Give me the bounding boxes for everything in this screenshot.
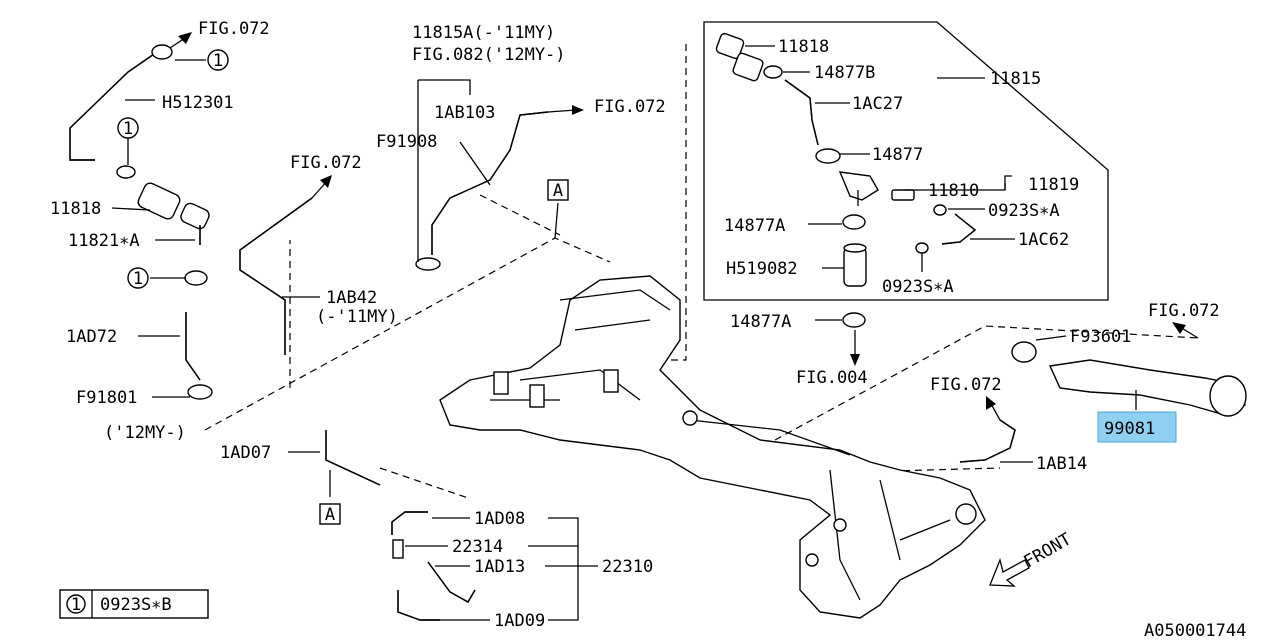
clamp-14877a-top[interactable]	[842, 214, 866, 230]
clamp-top-left[interactable]	[151, 44, 173, 60]
hose-1ac27[interactable]	[784, 79, 819, 146]
group-11815-frame	[703, 21, 1109, 301]
legend: 1 0923S∗B	[59, 589, 209, 619]
hose-1ab42[interactable]	[239, 197, 313, 355]
label-1ad07[interactable]: 1AD07	[220, 443, 271, 463]
arrow-icon	[311, 175, 332, 199]
label-11818-left[interactable]: 11818	[50, 199, 101, 219]
label-11810[interactable]: 11810	[928, 181, 979, 201]
intake-manifold	[439, 275, 986, 619]
arrow-icon	[986, 396, 1001, 421]
label-1ad13[interactable]: 1AD13	[474, 557, 525, 577]
hose-h512301[interactable]	[69, 51, 158, 161]
hose-h519082[interactable]	[843, 243, 867, 287]
arrow-icon	[1172, 322, 1199, 339]
valve-11818-left[interactable]	[136, 181, 211, 230]
label-fig072-b[interactable]: FIG.072	[594, 97, 666, 117]
label-99081[interactable]: 99081	[1104, 419, 1155, 439]
svg-text:1: 1	[123, 119, 133, 139]
label-fig072-a[interactable]: FIG.072	[198, 19, 270, 39]
svg-text:1: 1	[133, 269, 143, 289]
label-14877a-bottom[interactable]: 14877A	[730, 312, 791, 332]
callout-circle-1: 1	[207, 49, 229, 71]
label-1ab103[interactable]: 1AB103	[434, 103, 495, 123]
label-fig082[interactable]: FIG.082('12MY-)	[412, 45, 566, 65]
label-h519082[interactable]: H519082	[726, 259, 798, 279]
clamp-mid-left[interactable]	[116, 165, 136, 179]
clamp-lower-left[interactable]	[184, 270, 208, 286]
label-14877[interactable]: 14877	[872, 145, 923, 165]
clamp-f91801[interactable]	[187, 384, 213, 400]
svg-text:A: A	[553, 181, 563, 201]
hose-1ab103[interactable]	[431, 111, 549, 255]
label-11819[interactable]: 11819	[1028, 175, 1079, 195]
drawing-number: A050001744	[1144, 621, 1246, 640]
callout-circle-1: 1	[117, 117, 139, 139]
callout-box-a: A	[319, 503, 341, 525]
valve-11810[interactable]	[891, 189, 915, 201]
label-f93601[interactable]: F93601	[1070, 327, 1131, 347]
label-11my: (-'11MY)	[316, 307, 398, 327]
callout-box-a: A	[547, 179, 569, 201]
label-1ad72[interactable]: 1AD72	[66, 327, 117, 347]
clamp-f91908[interactable]	[415, 257, 441, 271]
label-11821a[interactable]: 11821∗A	[68, 231, 140, 251]
clamp-14877[interactable]	[815, 148, 841, 164]
fitting-22314[interactable]	[392, 539, 404, 559]
svg-text:A: A	[325, 505, 335, 525]
label-h512301[interactable]: H512301	[162, 93, 234, 113]
label-1ac27[interactable]: 1AC27	[852, 94, 903, 114]
label-f91908[interactable]: F91908	[376, 132, 437, 152]
arrow-icon	[547, 105, 584, 115]
svg-text:1: 1	[213, 51, 223, 71]
clamp-0923sa-top[interactable]	[933, 204, 947, 216]
pcv-fitting-11819[interactable]	[838, 171, 879, 206]
label-fig072-d[interactable]: FIG.072	[930, 375, 1002, 395]
clamp-14877b[interactable]	[763, 65, 783, 79]
front-label: FRONT	[1021, 529, 1075, 572]
label-14877b[interactable]: 14877B	[814, 63, 875, 83]
label-0923sa-bottom[interactable]: 0923S∗A	[882, 277, 954, 297]
clamp-0923sa-bottom[interactable]	[915, 242, 929, 254]
label-22314[interactable]: 22314	[452, 537, 503, 557]
label-fig072-c[interactable]: FIG.072	[290, 153, 362, 173]
label-11815[interactable]: 11815	[990, 69, 1041, 89]
hose-1ad13[interactable]	[427, 561, 476, 603]
label-1ab42[interactable]: 1AB42	[326, 288, 377, 308]
clamp-14877a-bottom[interactable]	[842, 312, 866, 328]
hose-1ad09[interactable]	[397, 590, 440, 621]
label-f91801[interactable]: F91801	[76, 388, 137, 408]
arrow-icon	[169, 32, 192, 49]
label-12my-a: ('12MY-)	[104, 423, 186, 443]
label-0923sa-top[interactable]: 0923S∗A	[988, 201, 1060, 221]
label-14877a-top[interactable]: 14877A	[724, 216, 785, 236]
air-duct-99081[interactable]	[1048, 359, 1247, 417]
label-fig072-e[interactable]: FIG.072	[1148, 301, 1220, 321]
label-1ad09[interactable]: 1AD09	[494, 611, 545, 631]
hose-1ad72[interactable]	[185, 312, 201, 381]
label-1ad08[interactable]: 1AD08	[474, 509, 525, 529]
clamp-f93601[interactable]	[1011, 341, 1037, 363]
hose-1ab14[interactable]	[959, 419, 1016, 463]
label-fig004[interactable]: FIG.004	[796, 368, 868, 388]
label-11815a[interactable]: 11815A(-'11MY)	[412, 23, 555, 43]
label-11818-right[interactable]: 11818	[778, 37, 829, 57]
label-1ac62[interactable]: 1AC62	[1018, 230, 1069, 250]
label-22310[interactable]: 22310	[602, 557, 653, 577]
hose-1ad07[interactable]	[325, 430, 381, 486]
highlight-99081	[1097, 411, 1177, 443]
hose-1ac62[interactable]	[941, 213, 977, 245]
callout-circle-1: 1	[127, 267, 149, 289]
legend-symbol: 1	[71, 595, 81, 615]
arrow-icon	[850, 330, 860, 366]
legend-part: 0923S∗B	[100, 595, 172, 615]
label-1ab14[interactable]: 1AB14	[1036, 454, 1087, 474]
leader-lines	[111, 45, 1137, 621]
valve-11818-right[interactable]	[715, 32, 764, 82]
hose-1ad08[interactable]	[391, 511, 428, 535]
front-indicator: FRONT	[989, 529, 1075, 587]
